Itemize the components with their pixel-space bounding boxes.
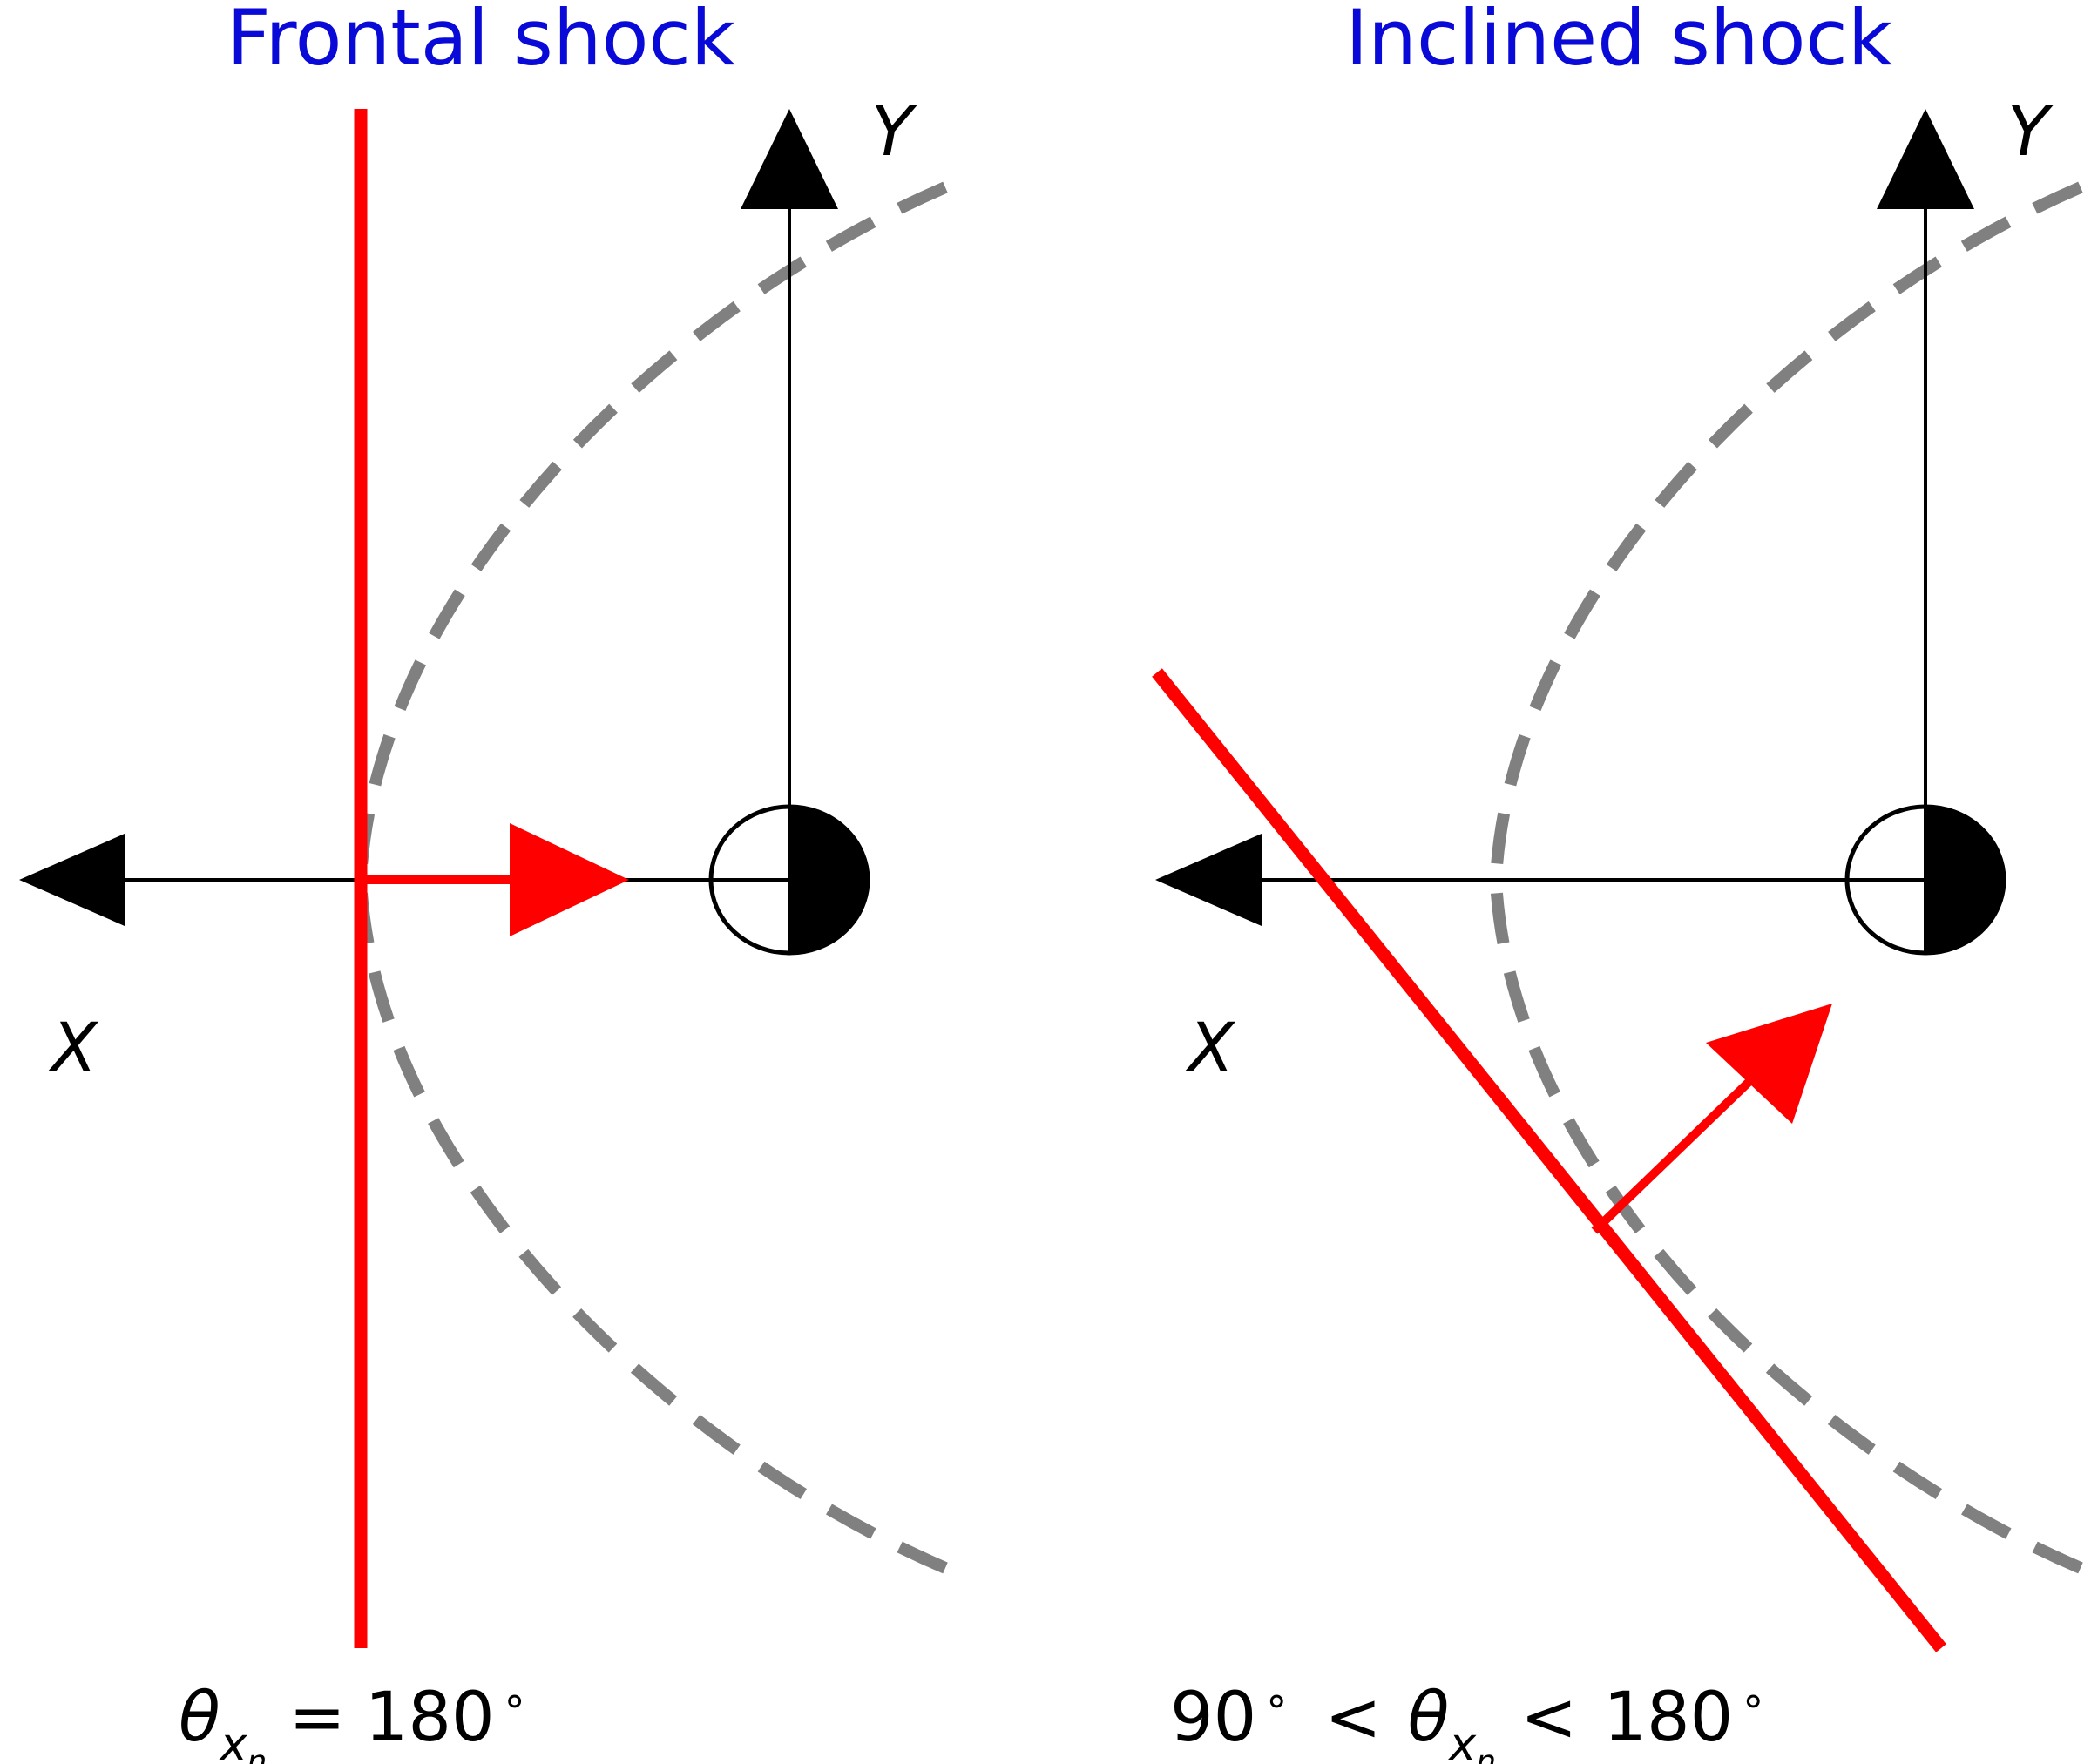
- frontal-x-axis-arrowhead: [19, 834, 125, 926]
- inclined-shock-normal-arrow-shaft: [1591, 1064, 1768, 1234]
- inclined-x-axis-label: X: [1184, 1010, 1235, 1088]
- inclined-y-axis-arrowhead: [1877, 109, 1974, 209]
- inclined-x-axis-arrowhead: [1155, 834, 1262, 926]
- inclined-panel-title: Inclined shock: [1345, 0, 1892, 83]
- frontal-earth-icon: [708, 804, 870, 956]
- inclined-angle-caption: 90∘<θxn<180∘: [1170, 1676, 1766, 1764]
- frontal-panel-title: Frontal shock: [227, 0, 735, 83]
- inclined-shock-line: [1152, 668, 1946, 1652]
- inclined-earth-icon: [1844, 804, 2006, 956]
- inclined-shock-panel: Inclined shock Y X 90∘<θxn<180∘: [1152, 0, 2083, 1764]
- frontal-x-axis-label: X: [47, 1010, 98, 1088]
- inclined-y-axis-label: Y: [2007, 93, 2054, 172]
- frontal-shock-panel: Frontal shock Y X θxn=180∘: [19, 0, 948, 1764]
- frontal-y-axis-label: Y: [871, 93, 917, 172]
- frontal-y-axis-arrowhead: [741, 109, 838, 209]
- inclined-shock-normal-arrowhead: [1706, 1004, 1832, 1124]
- frontal-angle-caption: θxn=180∘: [179, 1676, 528, 1764]
- frontal-shock-normal-arrowhead: [510, 823, 629, 936]
